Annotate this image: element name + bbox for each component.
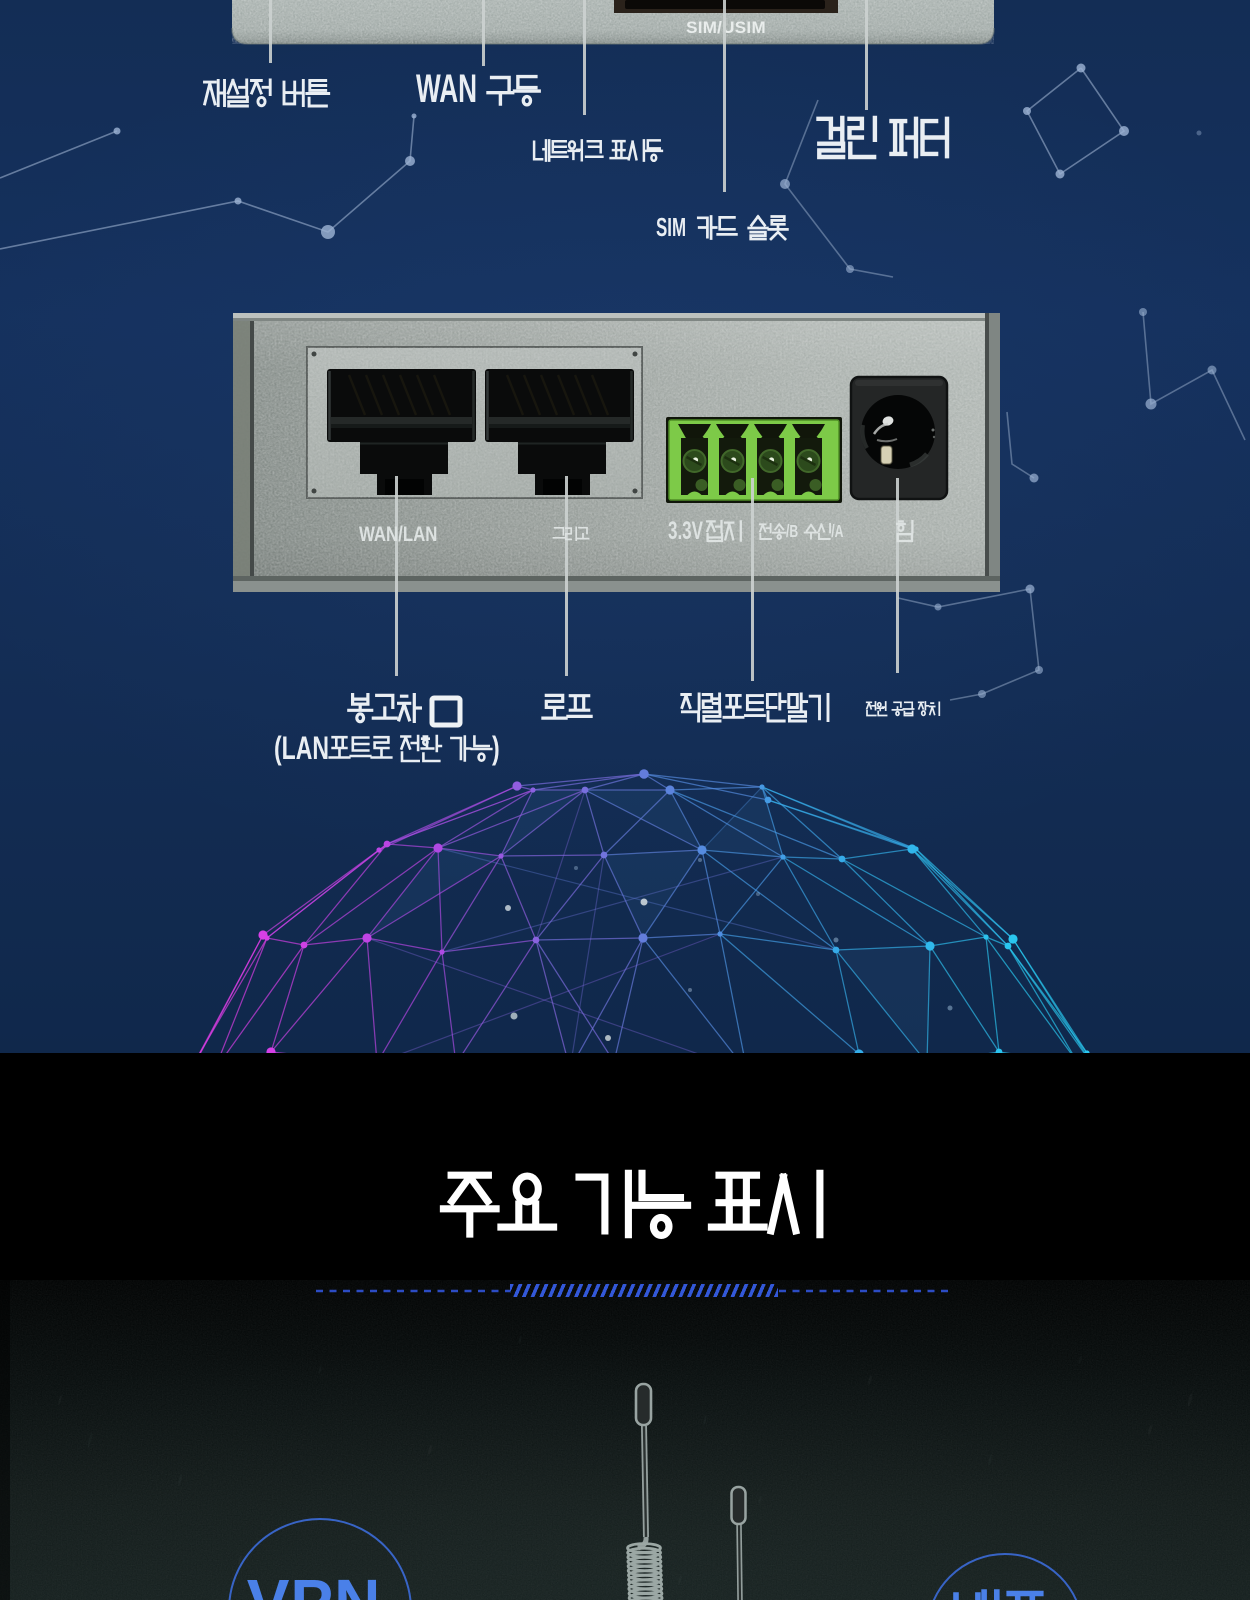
svg-text:WAN: WAN — [416, 67, 477, 112]
svg-text:WAN/LAN: WAN/LAN — [359, 523, 437, 546]
svg-text:VPN: VPN — [247, 1566, 382, 1600]
svg-text:/A: /A — [831, 522, 843, 542]
svg-text:SIM: SIM — [656, 212, 686, 242]
svg-text:/B: /B — [786, 522, 798, 542]
svg-text:3.3V: 3.3V — [668, 517, 704, 545]
svg-text:): ) — [492, 730, 500, 766]
svg-text:(LAN: (LAN — [274, 730, 329, 766]
